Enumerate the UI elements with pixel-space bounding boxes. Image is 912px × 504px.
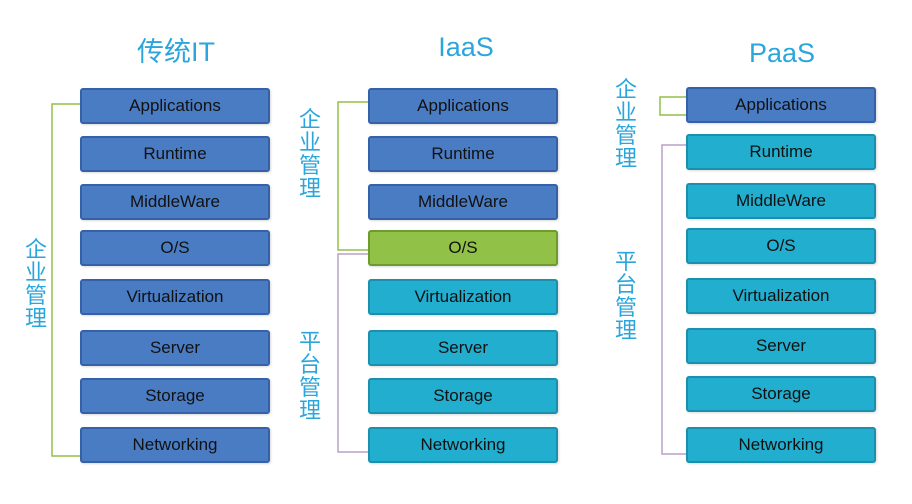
traditional-layer-applications: Applications bbox=[80, 88, 270, 124]
paas-platform-bracket bbox=[661, 144, 686, 455]
traditional-layer-server: Server bbox=[80, 330, 270, 366]
paas-layer-networking: Networking bbox=[686, 427, 876, 463]
paas-enterprise-bracket bbox=[659, 96, 686, 116]
traditional-layer-runtime: Runtime bbox=[80, 136, 270, 172]
paas-layer-os: O/S bbox=[686, 228, 876, 264]
iaas-layer-storage: Storage bbox=[368, 378, 558, 414]
iaas-enterprise-label: 企业管理 bbox=[298, 107, 321, 201]
title-iaas: IaaS bbox=[438, 32, 494, 62]
paas-layer-middleware: MiddleWare bbox=[686, 183, 876, 219]
iaas-layer-middleware: MiddleWare bbox=[368, 184, 558, 220]
traditional-layer-networking: Networking bbox=[80, 427, 270, 463]
traditional-layer-middleware: MiddleWare bbox=[80, 184, 270, 220]
iaas-layer-server: Server bbox=[368, 330, 558, 366]
paas-layer-storage: Storage bbox=[686, 376, 876, 412]
iaas-layer-os: O/S bbox=[368, 230, 558, 266]
paas-platform-label: 平台管理 bbox=[614, 249, 637, 343]
paas-enterprise-label: 企业管理 bbox=[614, 77, 637, 171]
traditional-layer-virtualization: Virtualization bbox=[80, 279, 270, 315]
title-paas: PaaS bbox=[748, 38, 816, 68]
iaas-layer-virtualization: Virtualization bbox=[368, 279, 558, 315]
paas-layer-virtualization: Virtualization bbox=[686, 278, 876, 314]
iaas-platform-bracket bbox=[337, 253, 368, 453]
traditional-enterprise-bracket bbox=[51, 103, 80, 457]
traditional-layer-storage: Storage bbox=[80, 378, 270, 414]
paas-layer-server: Server bbox=[686, 328, 876, 364]
iaas-layer-networking: Networking bbox=[368, 427, 558, 463]
traditional-layer-os: O/S bbox=[80, 230, 270, 266]
paas-layer-applications: Applications bbox=[686, 87, 876, 123]
iaas-platform-label: 平台管理 bbox=[298, 329, 321, 423]
iaas-enterprise-bracket bbox=[337, 101, 368, 251]
iaas-layer-applications: Applications bbox=[368, 88, 558, 124]
iaas-layer-runtime: Runtime bbox=[368, 136, 558, 172]
traditional-enterprise-label: 企业管理 bbox=[24, 237, 47, 331]
paas-layer-runtime: Runtime bbox=[686, 134, 876, 170]
title-traditional-it: 传统IT bbox=[137, 37, 215, 67]
